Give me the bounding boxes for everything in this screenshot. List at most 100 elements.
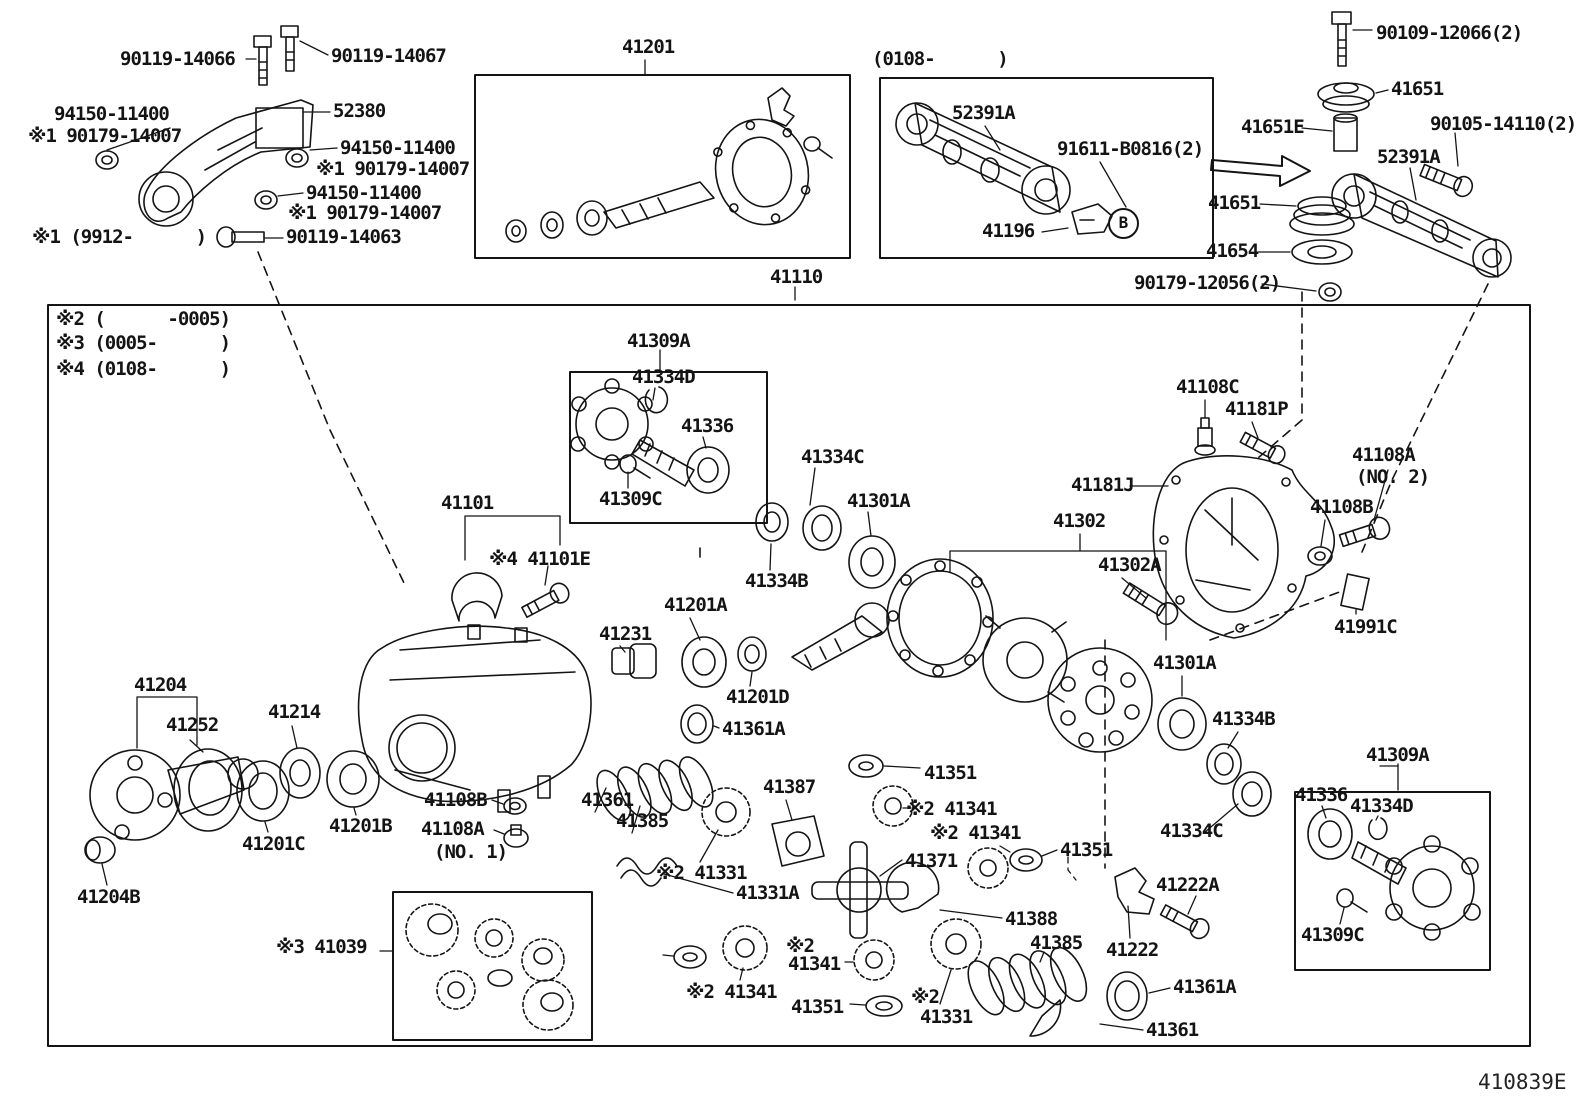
part-label-9011914063-9: 90119-14063 <box>286 226 402 248</box>
part-label-41108b-59: 41108B <box>424 789 488 811</box>
part-label-41201b-56: 41201B <box>329 815 393 837</box>
part-label-41388-72: 41388 <box>1005 908 1058 930</box>
part-label-41361-78: 41361 <box>1146 1019 1199 1041</box>
part-label-41201d-35: 41201D <box>726 686 790 708</box>
bracket-leader-lines <box>106 40 338 239</box>
part-label-52391a-20: 52391A <box>1377 146 1441 168</box>
bracket-bolts-and-nuts <box>95 25 309 248</box>
clutch-pack-right-41385 <box>930 845 1210 1037</box>
part-label-41108a-42: 41108A <box>1352 444 1416 466</box>
part-label-41309a-24: 41309A <box>627 330 691 352</box>
part-label-41101-31: 41101 <box>441 492 494 514</box>
part-label-41351-80: 41351 <box>791 996 844 1018</box>
part-label-19017914007-6: ※1 90179-14007 <box>316 158 470 180</box>
part-label-19017914007-3: ※1 90179-14007 <box>28 125 182 147</box>
note-2-production-range: ※2 ( -0005) <box>56 308 231 330</box>
part-label-41309c-27: 41309C <box>599 488 663 510</box>
part-label-41204b-58: 41204B <box>77 886 141 908</box>
differential-support-bracket-52380 <box>138 99 314 227</box>
differential-carrier-housing <box>357 515 592 848</box>
part-label-41336-26: 41336 <box>681 415 734 437</box>
side-gear-shaft-kit-right <box>1307 763 1481 941</box>
note-3-production-range: ※3 (0005- ) <box>56 332 231 354</box>
part-label-41231-34: 41231 <box>599 623 652 645</box>
part-label-41654-22: 41654 <box>1206 240 1259 262</box>
part-label-91611b08162-14: 91611-B0816(2) <box>1057 138 1204 160</box>
part-label-41181p-40: 41181P <box>1225 398 1289 420</box>
companion-flange-and-bearings-left <box>84 696 380 886</box>
part-label-41252-54: 41252 <box>166 714 219 736</box>
part-label-41651-17: 41651 <box>1391 78 1444 100</box>
sidegear-shaft-box-right-41309a <box>1294 791 1491 971</box>
callout-circled-b: B <box>1108 208 1139 239</box>
part-label-41651-21: 41651 <box>1208 192 1261 214</box>
part-label-241341-70: ※2 41341 <box>930 822 1022 844</box>
part-label-41341-82: 41341 <box>788 953 841 975</box>
part-label-41301a-29: 41301A <box>847 490 911 512</box>
part-label-2-83: ※2 <box>911 986 940 1008</box>
main-assembly-box <box>47 304 1531 1047</box>
part-label-241341-69: ※2 41341 <box>906 798 998 820</box>
part-label-41196-15: 41196 <box>982 220 1035 242</box>
part-label-41331a-66: 41331A <box>736 882 800 904</box>
part-label-90179120562-23: 90179-12056(2) <box>1134 272 1281 294</box>
dashed-relation-lines <box>257 251 1489 869</box>
part-label-41385-64: 41385 <box>616 810 669 832</box>
part-label-9415011400-5: 94150-11400 <box>340 137 456 159</box>
part-label-41181j-41: 41181J <box>1071 474 1135 496</box>
part-label-41222a-75: 41222A <box>1156 874 1220 896</box>
part-label-41334b-47: 41334B <box>1212 708 1276 730</box>
pinion-bearings-and-ring-gear <box>611 467 994 744</box>
part-label-41108b-44: 41108B <box>1310 496 1374 518</box>
part-label-41387-67: 41387 <box>763 776 816 798</box>
part-label-41201a-33: 41201A <box>664 594 728 616</box>
part-label-41371-71: 41371 <box>905 850 958 872</box>
note-4-production-range: ※4 (0108- ) <box>56 358 231 380</box>
part-label-no2-43: (NO. 2) <box>1356 466 1430 488</box>
clutch-pack-left-41385 <box>594 756 825 894</box>
part-label-19017914007-8: ※1 90179-14007 <box>288 202 442 224</box>
part-label-9415011400-2: 94150-11400 <box>54 103 170 125</box>
part-label-41334c-28: 41334C <box>801 446 865 468</box>
part-label-41302a-38: 41302A <box>1098 554 1162 576</box>
part-label-9011914067-1: 90119-14067 <box>331 45 447 67</box>
part-label-41301a-46: 41301A <box>1153 652 1217 674</box>
part-label-41336-50: 41336 <box>1295 784 1348 806</box>
part-label-41334d-25: 41334D <box>632 366 696 388</box>
lower-control-arm-52391a-right <box>1210 11 1512 302</box>
part-label-41334b-30: 41334B <box>745 570 809 592</box>
differential-case-41302 <box>949 533 1272 833</box>
part-label-41651e-18: 41651E <box>1241 116 1305 138</box>
side-gear-shaft-kit-center <box>570 349 730 494</box>
part-label-41385-73: 41385 <box>1030 932 1083 954</box>
spider-cross-41371-group <box>662 754 1058 1017</box>
part-label-41334d-51: 41334D <box>1350 795 1414 817</box>
lower-control-arm-52391a-0108 <box>895 102 1127 235</box>
sidegear-shaft-box-center-41309a <box>569 371 768 524</box>
part-label-241341-79: ※2 41341 <box>686 981 778 1003</box>
part-label-0108-12: (0108- ) <box>872 48 1009 70</box>
pinion-kit-box-41201 <box>474 74 851 259</box>
part-label-41110-11: 41110 <box>770 266 823 288</box>
part-label-341039-62: ※3 41039 <box>276 936 368 958</box>
arm-box-0108 <box>879 77 1214 259</box>
part-label-41309c-52: 41309C <box>1301 924 1365 946</box>
part-label-41108c-39: 41108C <box>1176 376 1240 398</box>
part-label-2-81: ※2 <box>786 935 815 957</box>
drawing-number: 410839E <box>1478 1070 1567 1094</box>
part-label-9011914066-0: 90119-14066 <box>120 48 236 70</box>
part-label-41309a-49: 41309A <box>1366 744 1430 766</box>
part-label-90109120662-16: 90109-12066(2) <box>1376 22 1523 44</box>
drive-pinion-and-ring-gear-41201 <box>505 59 833 301</box>
part-label-41991c-45: 41991C <box>1334 616 1398 638</box>
part-label-no1-61: (NO. 1) <box>434 841 508 863</box>
part-label-41334c-48: 41334C <box>1160 820 1224 842</box>
part-label-41204-53: 41204 <box>134 674 187 696</box>
part-label-41302-37: 41302 <box>1053 510 1106 532</box>
part-label-41108a-60: 41108A <box>421 818 485 840</box>
part-label-9415011400-7: 94150-11400 <box>306 182 422 204</box>
part-label-52380-4: 52380 <box>333 100 386 122</box>
part-label-52391a-13: 52391A <box>952 102 1016 124</box>
part-label-41201c-57: 41201C <box>242 833 306 855</box>
